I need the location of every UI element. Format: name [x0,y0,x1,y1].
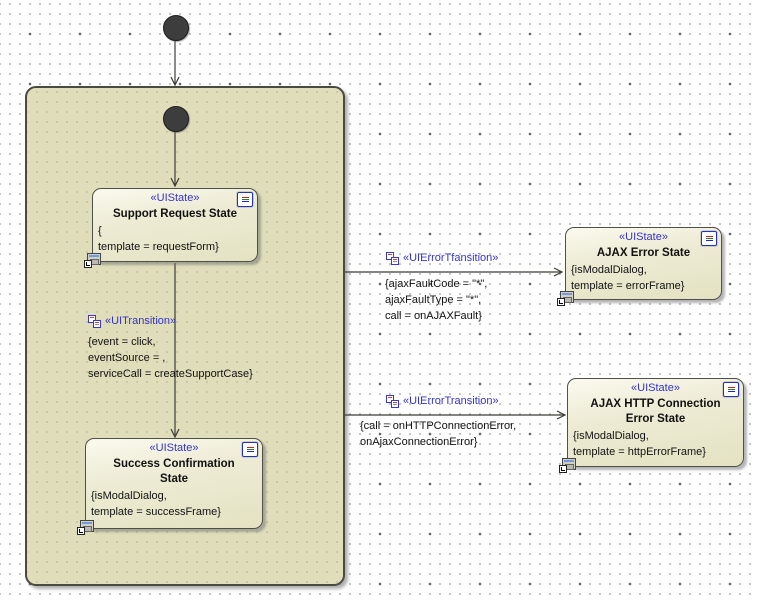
state-constraints: {isModalDialog, template = successFrame} [89,488,259,520]
transition-arrow-initial-outer[interactable] [170,40,180,87]
constraint-line: template = errorFrame} [571,280,685,292]
transition-label-ui-transition[interactable]: «UITransition» [88,314,176,328]
state-title: Support Request State [113,208,237,220]
stereotype-label: «UIState» [149,442,199,454]
constraint-line: call = onAJAXFault} [385,310,482,322]
transition-stereotype-label: «UIErrorTfansition» [403,252,499,264]
state-title: AJAX HTTP Connection Error State [590,398,721,425]
initial-node-inner[interactable] [163,106,189,132]
stereotype-label: «UIState» [631,382,680,394]
constraint-line: template = successFrame} [91,506,221,518]
subdiagram-icon[interactable] [559,458,576,473]
transition-constraints-ajax-error: {ajaxFaultCode = "*", ajaxFaultType = "*… [385,276,487,324]
state-constraints: {isModalDialog, template = httpErrorFram… [571,428,740,460]
state-support-request[interactable]: «UIState» Support Request State { templa… [84,188,258,268]
stereotype-label: «UIState» [150,192,200,204]
constraint-line: {isModalDialog, [571,264,647,276]
subdiagram-icon[interactable] [84,253,101,268]
transition-stereotype-label: «UIErrorTransition» [403,395,499,407]
attributes-list-icon[interactable] [701,231,717,246]
state-ajax-error[interactable]: «UIState» AJAX Error State {isModalDialo… [557,227,722,306]
transition-label-ajax-http-error[interactable]: «UIErrorTransition» [386,394,499,408]
constraint-line: {event = click, [88,336,156,348]
constraint-line: {call = onHTTPConnectionError, [360,420,517,432]
transition-stereotype-label: «UITransition» [105,315,177,327]
subdiagram-icon[interactable] [557,291,574,306]
transition-constraints-ui-transition: {event = click, eventSource = , serviceC… [88,334,253,382]
state-title: AJAX Error State [596,247,691,259]
attributes-list-icon[interactable] [237,192,253,207]
transition-arrow-ajax-error[interactable] [345,267,564,277]
stereotype-label: «UIState» [619,231,668,243]
transition-constraints-ajax-http-error: {call = onHTTPConnectionError, onAjaxCon… [360,418,516,450]
state-constraints: { template = requestForm} [96,223,254,255]
state-constraints: {isModalDialog, template = errorFrame} [569,262,718,294]
stereotyped-transition-icon [386,251,399,265]
constraint-line: eventSource = , [88,352,166,364]
constraint-line: template = requestForm} [98,241,219,253]
constraint-line: {isModalDialog, [573,430,649,442]
transition-label-ajax-error[interactable]: «UIErrorTfansition» [386,251,498,265]
composite-state-container[interactable] [25,86,345,586]
state-title: Success Confirmation State [113,458,235,485]
constraint-line: ajaxFaultType = "*", [385,294,482,306]
constraint-line: onAjaxConnectionError} [360,436,478,448]
initial-node-outer[interactable] [163,15,189,41]
attributes-list-icon[interactable] [723,382,739,397]
stereotyped-transition-icon [88,314,101,328]
constraint-line: { [98,225,102,237]
constraint-line: {ajaxFaultCode = "*", [385,278,488,290]
constraint-line: serviceCall = createSupportCase} [88,368,253,380]
constraint-line: {isModalDialog, [91,490,167,502]
subdiagram-icon[interactable] [77,520,94,535]
constraint-line: template = httpErrorFrame} [573,446,706,458]
attributes-list-icon[interactable] [242,442,258,457]
state-success-confirmation[interactable]: «UIState» Success Confirmation State {is… [77,438,263,535]
stereotyped-transition-icon [386,394,399,408]
state-ajax-http-error[interactable]: «UIState» AJAX HTTP Connection Error Sta… [559,378,744,473]
